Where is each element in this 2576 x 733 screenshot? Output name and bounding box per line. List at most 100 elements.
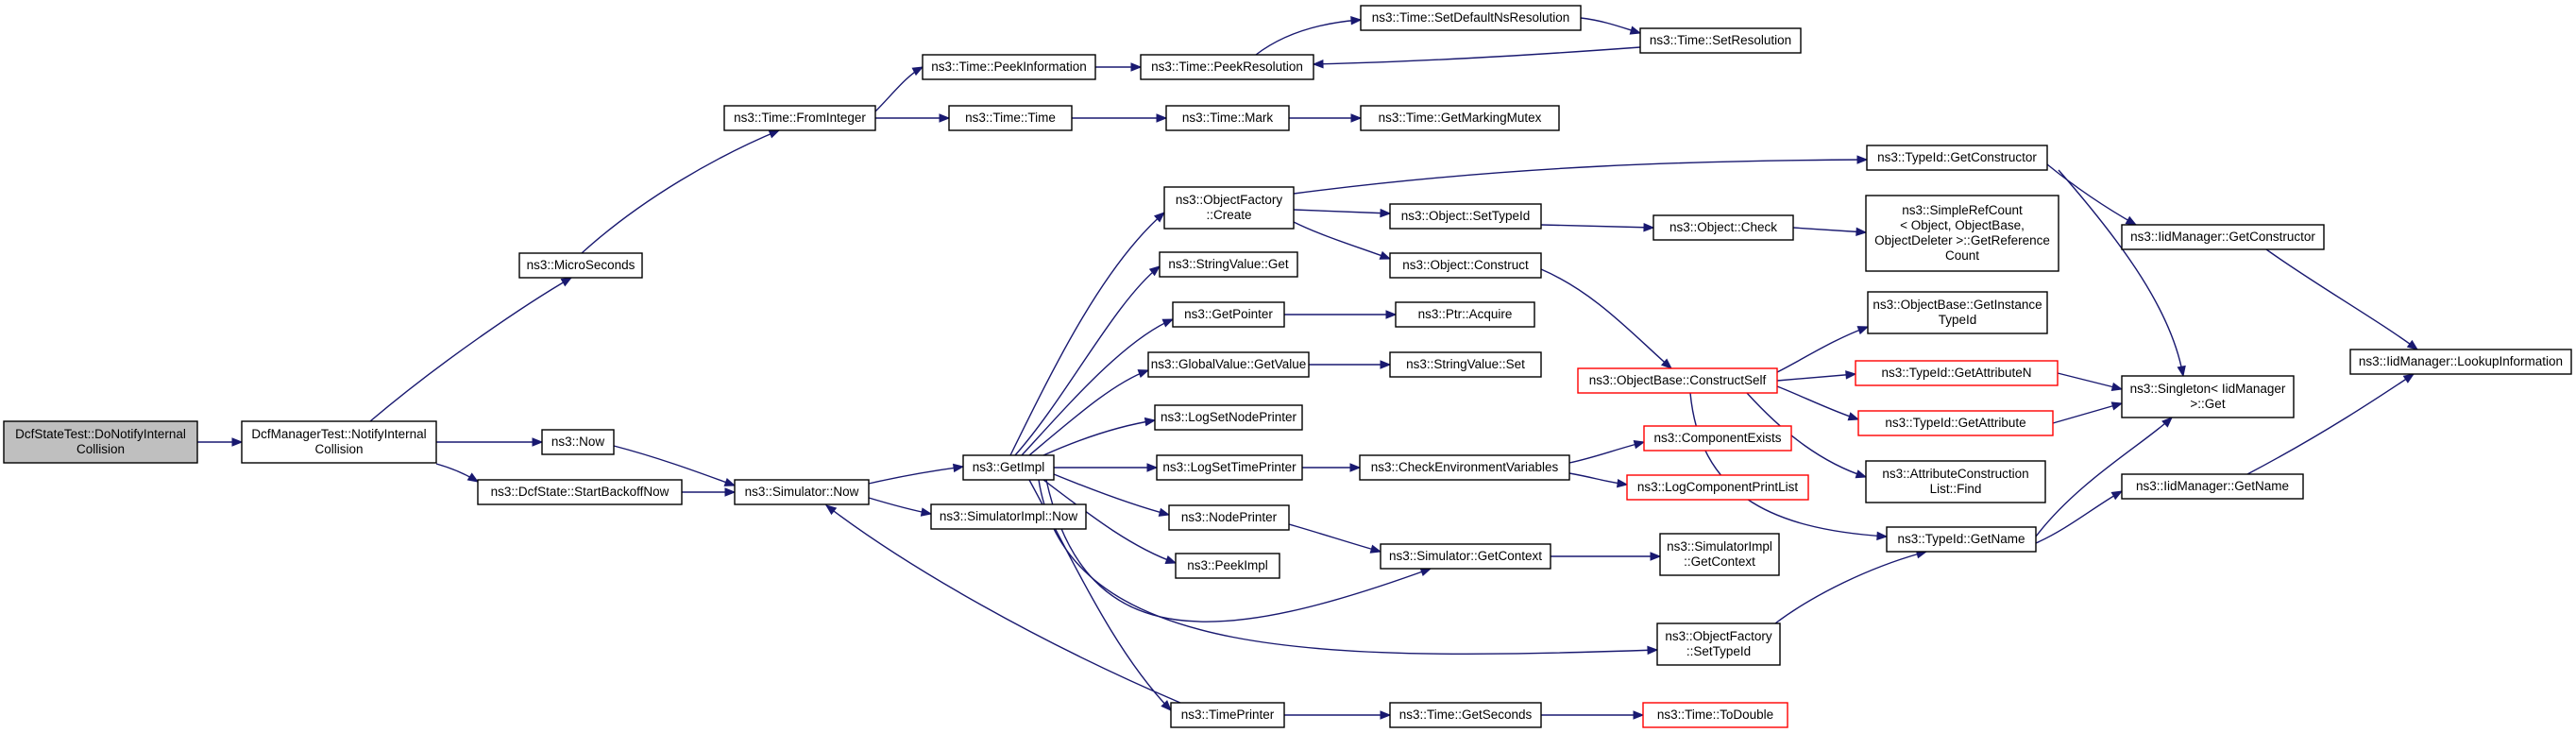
arrowhead [1633, 710, 1645, 720]
node-label: ns3::GlobalValue::GetValue [1151, 357, 1307, 371]
node-simimpl-getcontext[interactable]: ns3::SimulatorImpl::GetContext [1659, 533, 1780, 576]
node-checkenv[interactable]: ns3::CheckEnvironmentVariables [1359, 454, 1570, 481]
node-box [1389, 702, 1542, 728]
node-peekinfo[interactable]: ns3::Time::PeekInformation [922, 54, 1096, 80]
node-box [922, 54, 1096, 80]
node-box [2121, 224, 2325, 250]
call-edge-iidmgr_getname-to-iidmgr_lookup [2246, 373, 2415, 475]
node-iidmgr-getname[interactable]: ns3::IidManager::GetName [2121, 473, 2304, 500]
call-edge-constructself-to-attrconstruct_find [1746, 392, 1867, 478]
node-iidmgr-lookup[interactable]: ns3::IidManager::LookupInformation [2349, 349, 2572, 375]
arrowhead [532, 437, 544, 447]
node-label: ns3::IidManager::GetName [2136, 479, 2289, 493]
node-getattributen[interactable]: ns3::TypeId::GetAttributeN [1855, 360, 2059, 386]
node-settypeid[interactable]: ns3::Object::SetTypeId [1389, 203, 1542, 230]
node-singleton-get[interactable]: ns3::Singleton< IidManager >::Get [2121, 375, 2295, 418]
node-getmarking[interactable]: ns3::Time::GetMarkingMutex [1360, 105, 1560, 131]
node-obj-check[interactable]: ns3::Object::Check [1652, 214, 1794, 241]
node-setdefres[interactable]: ns3::Time::SetDefaultNsResolution [1360, 5, 1582, 31]
call-edge-iidmgr_getctor-to-iidmgr_lookup [2265, 248, 2418, 350]
arrowhead [1146, 463, 1159, 472]
node-stringvalue-set[interactable]: ns3::StringValue::Set [1389, 351, 1542, 378]
node-now[interactable]: ns3::Now [541, 429, 615, 455]
node-startbackoff[interactable]: ns3::DcfState::StartBackoffNow [477, 479, 683, 505]
node-box [723, 105, 876, 131]
node-box [1168, 504, 1290, 531]
node-box [1395, 301, 1535, 328]
node-label: List::Find [1930, 482, 1982, 496]
call-edge-typeid_getctor-to-iidmgr_getctor [2046, 163, 2137, 226]
node-label: ns3::Time::FromInteger [734, 111, 866, 125]
node-microseconds[interactable]: ns3::MicroSeconds [518, 252, 643, 279]
arrowhead [824, 504, 838, 516]
node-compexists[interactable]: ns3::ComponentExists [1643, 425, 1792, 452]
node-objfactory-settypeid[interactable]: ns3::ObjectFactory::SetTypeId [1656, 622, 1781, 666]
arrowhead [466, 472, 480, 483]
node-ptr-acquire[interactable]: ns3::Ptr::Acquire [1395, 301, 1535, 328]
arrowhead [724, 487, 737, 497]
call-edge-getimpl-to-logsetnode [1042, 419, 1156, 456]
node-getseconds[interactable]: ns3::Time::GetSeconds [1389, 702, 1542, 728]
node-logsetnode[interactable]: ns3::LogSetNodePrinter [1154, 404, 1303, 431]
node-typeid-getname[interactable]: ns3::TypeId::GetName [1886, 526, 2037, 553]
node-box [1389, 203, 1542, 230]
node-setres[interactable]: ns3::Time::SetResolution [1639, 27, 1802, 54]
arrowhead [1616, 478, 1629, 488]
call-edge-constructself-to-typeid_getname [1689, 392, 1888, 537]
node-simplerefcount[interactable]: ns3::SimpleRefCount< Object, ObjectBase,… [1865, 195, 2059, 272]
call-edge-peekres-to-setdefres [1255, 19, 1362, 56]
node-iidmgr-getctor[interactable]: ns3::IidManager::GetConstructor [2121, 224, 2325, 250]
node-peekres[interactable]: ns3::Time::PeekResolution [1140, 54, 1314, 80]
node-label: ns3::SimulatorImpl::Now [940, 509, 1078, 523]
node-box [948, 105, 1073, 131]
node-box [1156, 454, 1303, 481]
node-logsettime[interactable]: ns3::LogSetTimePrinter [1156, 454, 1303, 481]
node-getimpl[interactable]: ns3::GetImpl [962, 454, 1055, 481]
node-time-time[interactable]: ns3::Time::Time [948, 105, 1073, 131]
arrowhead [1350, 113, 1363, 123]
call-edge-checkenv-to-compexists [1568, 441, 1645, 464]
arrowhead [1130, 62, 1143, 72]
node-frominteger[interactable]: ns3::Time::FromInteger [723, 105, 876, 131]
node-objfactory-create[interactable]: ns3::ObjectFactory::Create [1163, 186, 1295, 230]
call-edge-typeid_getname-to-iidmgr_getname [2035, 490, 2123, 544]
node-obj-construct[interactable]: ns3::Object::Construct [1389, 252, 1542, 279]
node-stringvalue-get[interactable]: ns3::StringValue::Get [1159, 251, 1298, 278]
node-box [1163, 186, 1295, 230]
node-label: ns3::SimulatorImpl [1667, 539, 1772, 554]
node-sim-now[interactable]: ns3::Simulator::Now [734, 479, 870, 505]
node-sim-getcontext[interactable]: ns3::Simulator::GetContext [1380, 543, 1551, 570]
node-box [518, 252, 643, 279]
arrowhead [1137, 369, 1150, 379]
node-label: ObjectDeleter >::GetReference [1874, 233, 2050, 247]
node-typeid-getctor[interactable]: ns3::TypeId::GetConstructor [1866, 145, 2048, 171]
node-getpointer[interactable]: ns3::GetPointer [1172, 301, 1285, 328]
node-label: ns3::Time::Time [965, 111, 1056, 125]
node-label: ::SetTypeId [1686, 644, 1751, 658]
node-getattribute[interactable]: ns3::TypeId::GetAttribute [1857, 410, 2054, 436]
node-label: ns3::Now [551, 435, 605, 449]
node-nodeprinter[interactable]: ns3::NodePrinter [1168, 504, 1290, 531]
node-logcompprint[interactable]: ns3::LogComponentPrintList [1626, 474, 1809, 501]
node-timeprinter[interactable]: ns3::TimePrinter [1170, 702, 1285, 728]
node-todouble[interactable]: ns3::Time::ToDouble [1642, 702, 1788, 728]
arrowhead [2406, 339, 2419, 350]
arrowhead [1156, 113, 1168, 123]
node-mark[interactable]: ns3::Time::Mark [1165, 105, 1290, 131]
node-constructself[interactable]: ns3::ObjectBase::ConstructSelf [1577, 367, 1778, 394]
node-box [1389, 252, 1542, 279]
node-globalvalue-get[interactable]: ns3::GlobalValue::GetValue [1147, 351, 1310, 378]
call-edge-getimpl-to-stringvalue_get [1014, 265, 1161, 456]
node-peekimpl[interactable]: ns3::PeekImpl [1175, 553, 1280, 579]
node-box [2121, 473, 2304, 500]
node-box [1577, 367, 1778, 394]
node-simimpl-now[interactable]: ns3::SimulatorImpl::Now [930, 503, 1087, 530]
call-edge-setres-to-peekres [1313, 46, 1641, 65]
arrowhead [1643, 222, 1655, 232]
node-box [1642, 702, 1788, 728]
arrowhead [1380, 360, 1392, 369]
